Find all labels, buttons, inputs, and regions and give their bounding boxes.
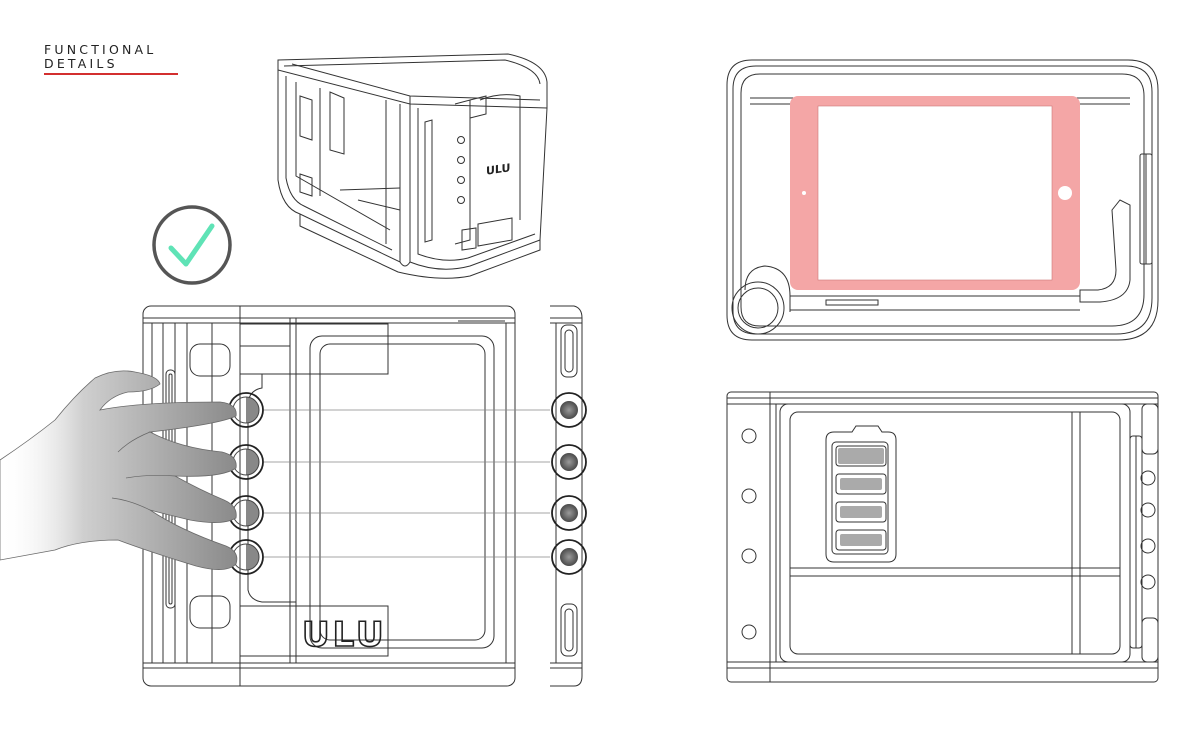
bottom-view [726,391,1159,683]
side-button-3 [551,495,587,531]
heading-line-2: DETAILS [44,56,118,71]
check-icon [152,205,232,285]
battery-cell-3 [835,501,887,523]
iso-logo: ULU [486,161,510,177]
front-logo: ULU [302,615,387,655]
side-button-4 [551,539,587,575]
front-buttons [228,392,264,575]
front-button-4 [228,539,264,575]
battery-pack [825,425,897,563]
side-view [550,305,583,687]
side-buttons [551,392,587,575]
isometric-view [277,53,548,279]
battery-cell-2 [835,473,887,495]
heading-rule [44,73,178,75]
tablet [790,96,1080,290]
battery-cell-1 [835,445,887,467]
hand-icon [0,370,238,570]
section-heading: FUNCTIONAL DETAILS [44,43,178,75]
side-button-2 [551,444,587,480]
heading-line-1: FUNCTIONAL [44,42,157,57]
side-button-1 [551,392,587,428]
battery-cell-4 [835,529,887,551]
